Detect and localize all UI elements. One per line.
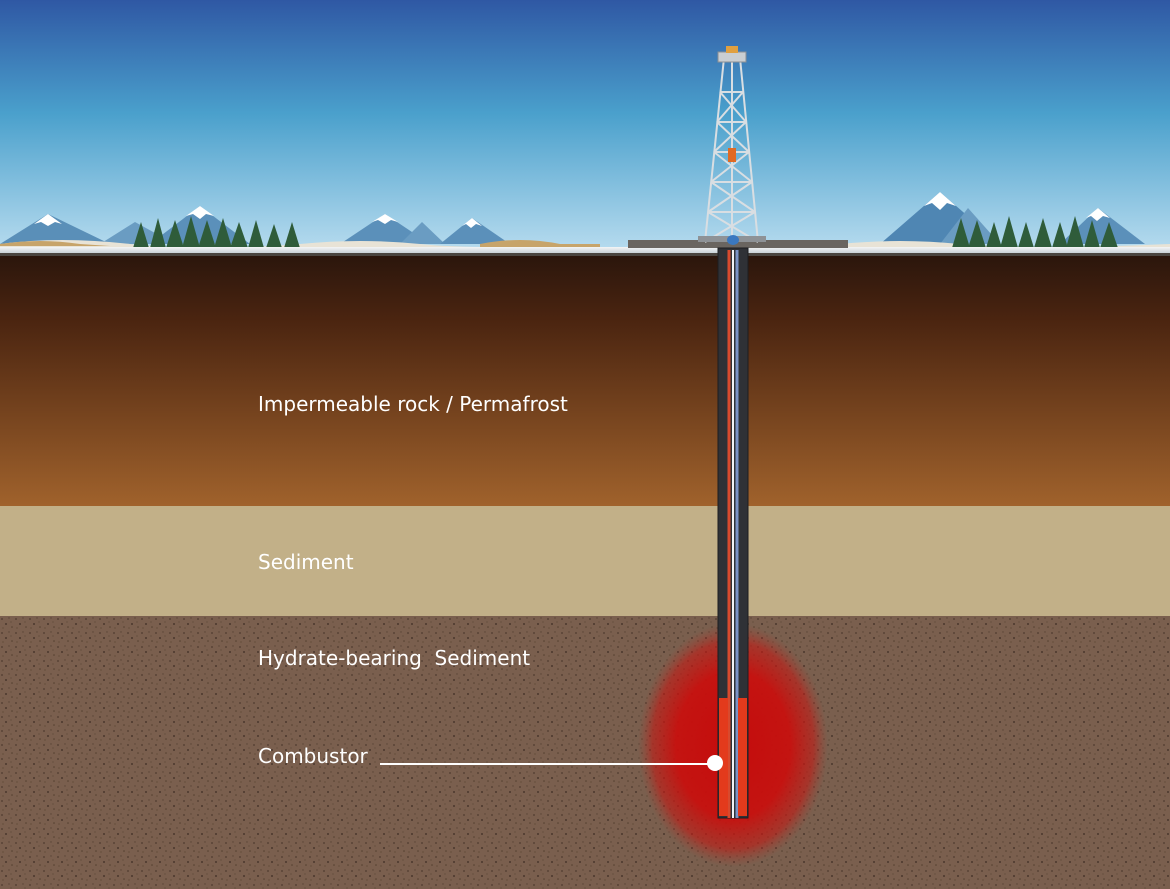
ground-surface-edge [0,253,1170,256]
derrick-crown [717,51,747,63]
impermeable-rock-layer [0,256,1170,506]
combustor-left [719,698,728,816]
combustor-right [738,698,747,816]
pine-tree-icon [133,216,300,248]
pine-tree-icon [952,216,1118,248]
combustor-pointer-dot [707,755,723,771]
derrick-top [726,46,738,53]
hydrate-sediment-layer [0,616,1170,889]
sediment-layer [0,506,1170,616]
wellhead [727,235,739,245]
label-impermeable-rock: Impermeable rock / Permafrost [258,392,568,416]
label-sediment: Sediment [258,550,354,574]
label-combustor: Combustor [258,744,368,768]
label-hydrate-sediment: Hydrate-bearing Sediment [258,646,531,670]
snowy-mountain-icon [340,214,510,244]
traveling-block [728,148,736,162]
ground-surface [0,247,1170,253]
drilling-derrick-icon [704,57,759,243]
snowy-mountain-icon [880,192,1145,244]
dry-grass [0,241,110,246]
drill-pad [628,240,848,248]
dry-grass [480,240,600,247]
sky [0,0,1170,252]
